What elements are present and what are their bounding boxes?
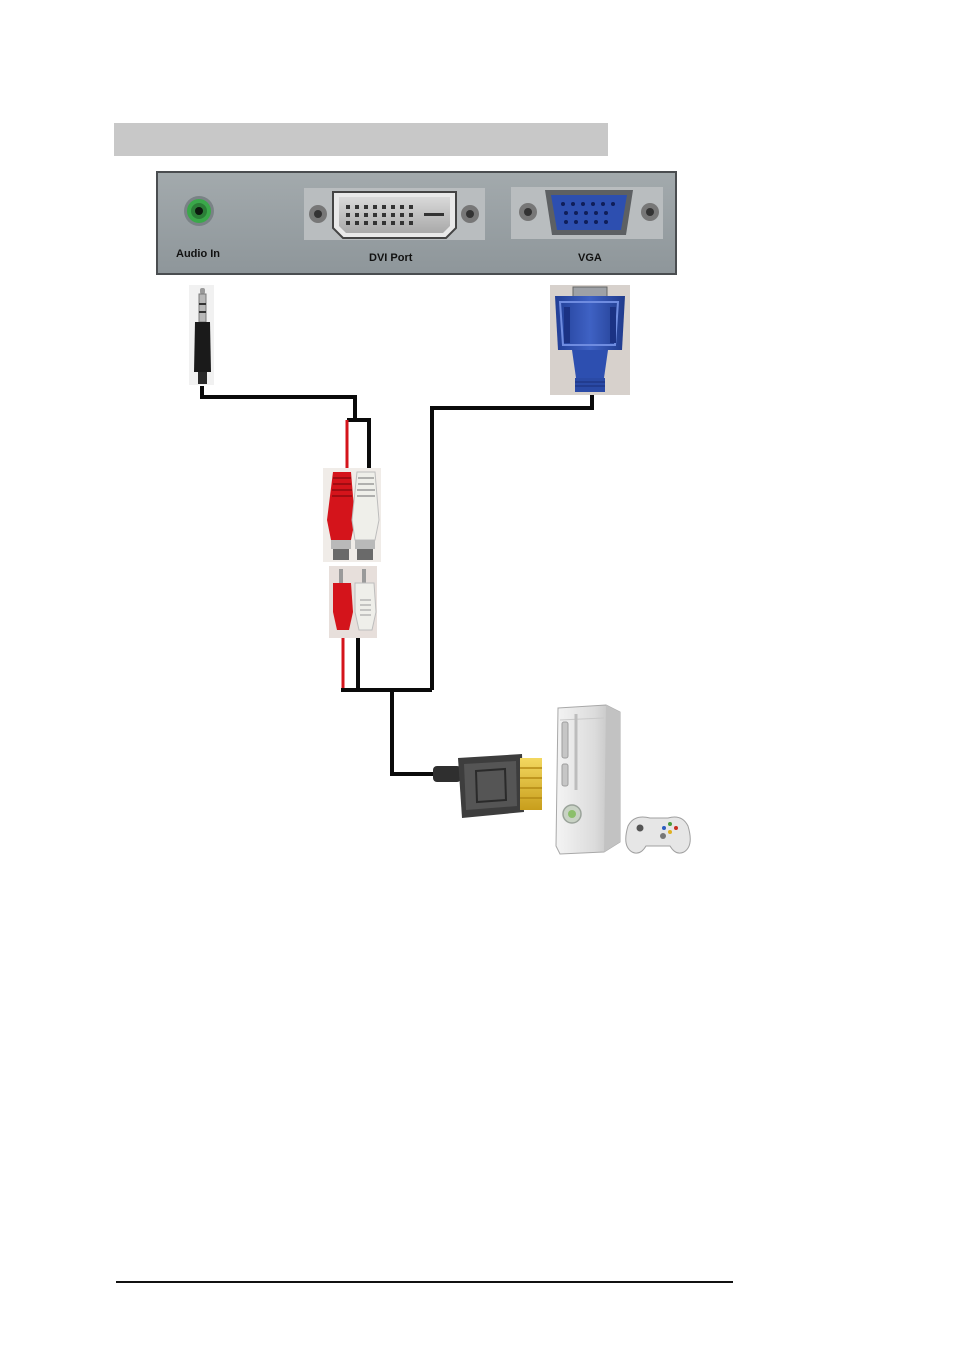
- vga-label: VGA: [578, 252, 602, 264]
- audio-in-label: Audio In: [176, 248, 220, 260]
- rca-male-plugs-icon: [329, 566, 377, 638]
- game-console-icon: [556, 705, 620, 854]
- audio-plug-icon: [189, 285, 214, 385]
- vga-plug-icon: [550, 285, 630, 395]
- dvi-port-label: DVI Port: [369, 252, 413, 264]
- vga-port-icon: [511, 187, 663, 239]
- rca-female-connectors-icon: [323, 468, 381, 562]
- game-controller-icon: [626, 817, 691, 853]
- av-cable-connector-icon: [433, 754, 542, 818]
- audio-jack-icon: [184, 196, 214, 226]
- footer-rule: [116, 1281, 733, 1283]
- dvi-port-icon: [304, 188, 485, 240]
- monitor-rear-panel: Audio In: [157, 172, 676, 274]
- cable-lines: [202, 386, 592, 774]
